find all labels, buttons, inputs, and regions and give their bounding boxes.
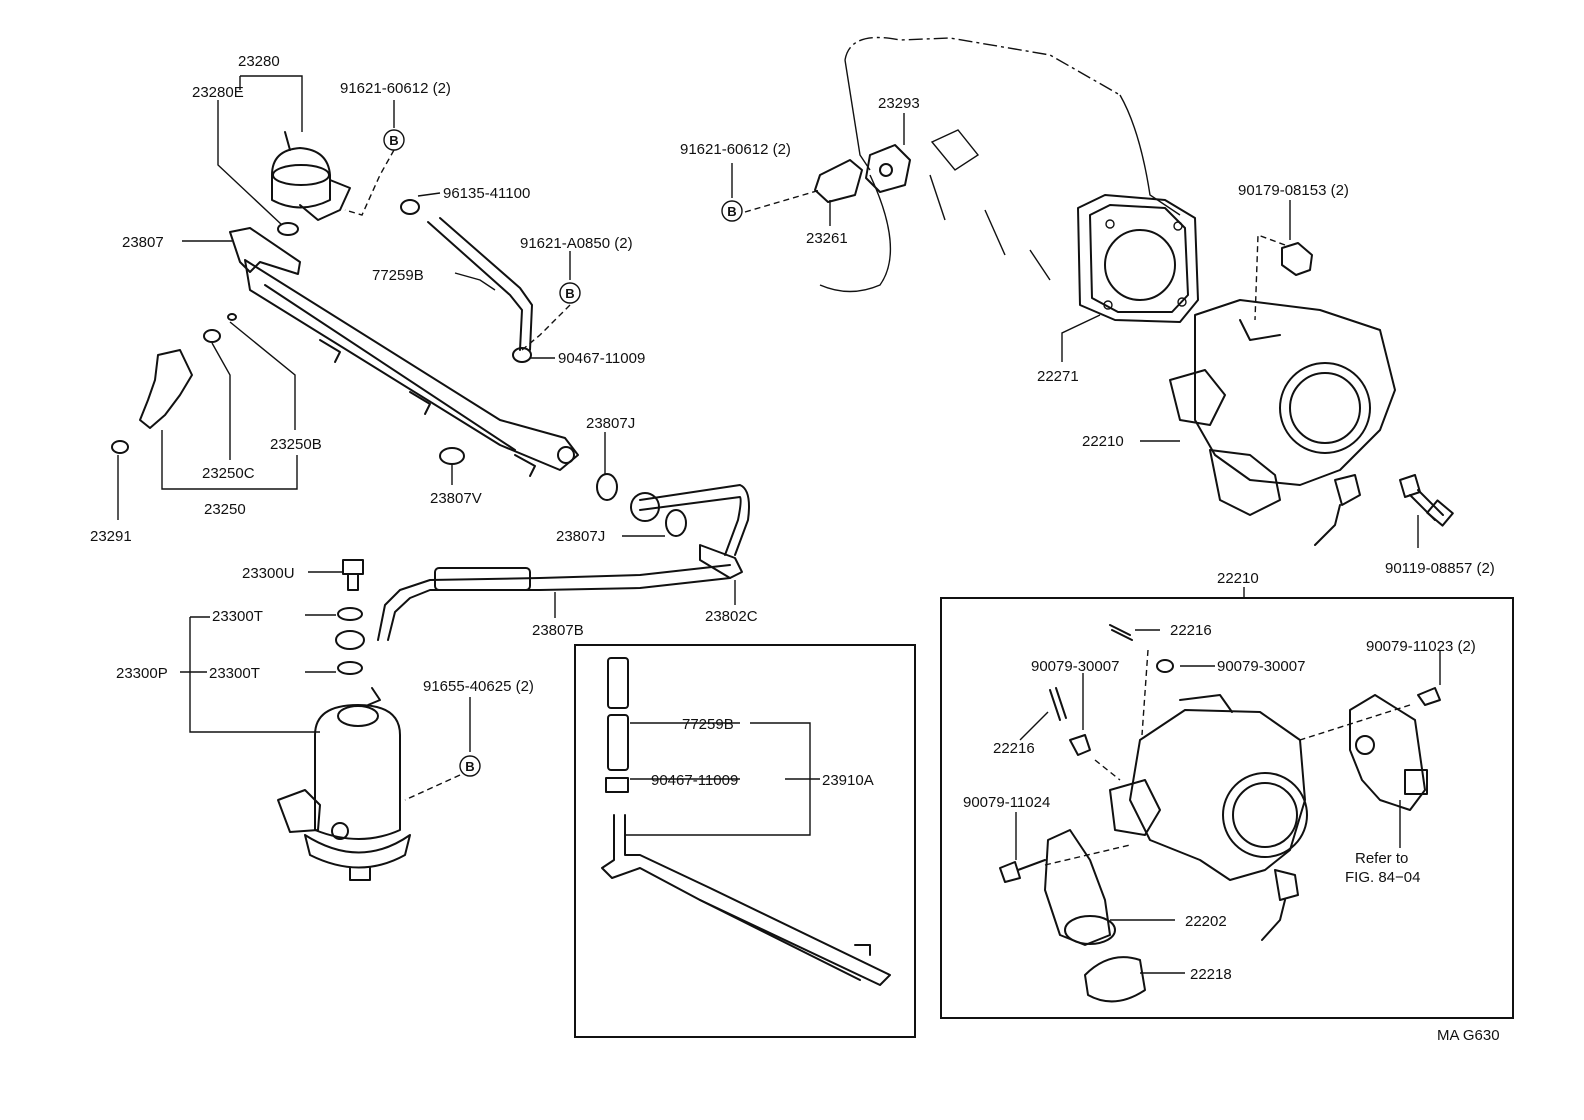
label-90179-08153: 90179-08153 (2) <box>1238 182 1349 199</box>
leader-lines <box>117 75 1441 974</box>
label-22218: 22218 <box>1190 966 1232 983</box>
label-23802C: 23802C <box>705 608 758 625</box>
label-90079-30007-a: 90079-30007 <box>1031 658 1119 675</box>
screw-22216-upper <box>1109 624 1133 641</box>
label-23250: 23250 <box>204 501 246 518</box>
label-23300T-a: 23300T <box>212 608 263 625</box>
label-91621-60612-b: 91621-60612 (2) <box>680 141 791 158</box>
svg-text:B: B <box>727 204 736 219</box>
bolt-ref-3: B <box>721 200 743 222</box>
label-90079-30007-b: 90079-30007 <box>1217 658 1305 675</box>
throttle-position-sensor <box>1349 694 1428 811</box>
fuel-pipe <box>377 484 750 641</box>
label-90079-11024: 90079-11024 <box>963 794 1050 811</box>
pressure-regulator <box>271 131 351 236</box>
svg-text:B: B <box>565 286 574 301</box>
nut-90079-30007-left <box>1069 734 1091 756</box>
label-23910A: 23910A <box>822 772 874 789</box>
label-91621-60612-a: 91621-60612 (2) <box>340 80 451 97</box>
label-96135-41100: 96135-41100 <box>443 185 530 202</box>
label-23300P: 23300P <box>116 665 168 682</box>
throttle-body-inset-box <box>940 597 1514 1019</box>
bolt-ref-1: B <box>383 129 405 151</box>
label-23293: 23293 <box>878 95 920 112</box>
label-22271: 22271 <box>1037 368 1079 385</box>
label-22210-b: 22210 <box>1217 570 1259 587</box>
label-23300T-b: 23300T <box>209 665 260 682</box>
gasket-23293 <box>865 144 911 193</box>
screw-90079-11023 <box>1417 687 1441 706</box>
intake-manifold <box>819 36 1181 293</box>
label-77259B-a: 77259B <box>372 267 424 284</box>
refer-to-text: Refer to <box>1355 850 1408 867</box>
part-labels: 23280 23280E 91621-60612 (2) 96135-41100… <box>90 53 1500 1044</box>
bolt-ref-4: B <box>459 755 481 777</box>
fuel-delivery-pipe <box>229 227 579 477</box>
label-23807B: 23807B <box>532 622 584 639</box>
plate-23261 <box>814 159 863 203</box>
nut-90179 <box>1281 242 1313 276</box>
label-23280: 23280 <box>238 53 280 70</box>
fuel-injector <box>111 313 237 454</box>
grommet <box>439 447 465 465</box>
label-23291: 23291 <box>90 528 132 545</box>
label-23807J-a: 23807J <box>586 415 635 432</box>
screw-90079-11024 <box>999 859 1046 883</box>
svg-text:B: B <box>465 759 474 774</box>
nut-90079-30007-right <box>1156 659 1174 673</box>
idle-control-valve-22202 <box>1044 829 1116 946</box>
screw-22216-left <box>1049 687 1067 721</box>
label-23250C: 23250C <box>202 465 255 482</box>
label-90079-11023: 90079-11023 (2) <box>1366 638 1476 655</box>
throttle-body-lower <box>1109 694 1308 941</box>
cap-22218 <box>1084 956 1146 1003</box>
bolt-90119 <box>1399 474 1454 527</box>
label-23280E: 23280E <box>192 84 244 101</box>
label-91621-A0850: 91621-A0850 (2) <box>520 235 633 252</box>
fuel-line-inset-box <box>574 644 916 1038</box>
throttle-body-upper <box>1169 299 1396 546</box>
fuel-filter <box>277 687 411 881</box>
throttle-body-gasket <box>1077 194 1199 323</box>
label-22216-a: 22216 <box>1170 622 1212 639</box>
label-23261: 23261 <box>806 230 848 247</box>
svg-text:B: B <box>389 133 398 148</box>
label-23300U: 23300U <box>242 565 295 582</box>
inset-fuel-line <box>601 657 891 986</box>
fuel-hose <box>400 199 533 363</box>
label-22202: 22202 <box>1185 913 1227 930</box>
label-23807: 23807 <box>122 234 164 251</box>
label-91655-40625: 91655-40625 (2) <box>423 678 534 695</box>
label-22216-b: 22216 <box>993 740 1035 757</box>
label-90119-08857: 90119-08857 (2) <box>1385 560 1495 577</box>
figure-code: MA G630 <box>1437 1027 1500 1044</box>
gasket-lower <box>665 509 687 537</box>
label-23250B: 23250B <box>270 436 322 453</box>
label-90467-11009-b: 90467-11009 <box>651 772 738 789</box>
gasket-upper <box>596 473 618 501</box>
label-23807J-b: 23807J <box>556 528 605 545</box>
label-77259B-b: 77259B <box>682 716 734 733</box>
bolt-ref-2: B <box>559 282 581 304</box>
refer-fig-text: FIG. 84−04 <box>1345 869 1420 886</box>
label-90467-11009-a: 90467-11009 <box>558 350 645 367</box>
label-23807V: 23807V <box>430 490 482 507</box>
label-22210-a: 22210 <box>1082 433 1124 450</box>
union-bolt <box>335 559 365 675</box>
